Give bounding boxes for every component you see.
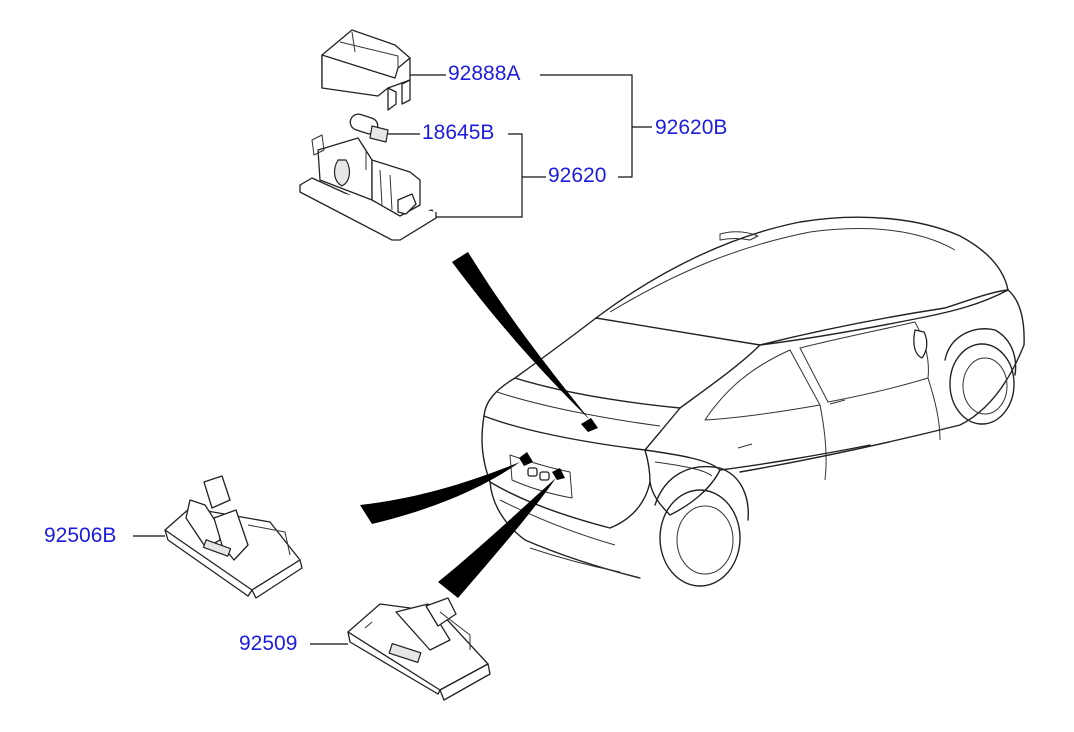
car-illustration: [481, 216, 1025, 587]
bulb-part: [349, 113, 389, 143]
license-lamp-left-part: [164, 475, 303, 599]
callout-92888A[interactable]: 92888A: [447, 62, 522, 86]
lamp-housing-part: [299, 134, 437, 241]
callout-92620[interactable]: 92620: [547, 164, 608, 188]
pointer-wedge-right: [438, 478, 556, 598]
callout-18645B[interactable]: 18645B: [421, 121, 496, 145]
lens-cover-part: [321, 29, 411, 111]
callout-92506B[interactable]: 92506B: [43, 524, 118, 548]
pointer-wedges: [360, 252, 598, 598]
pointer-wedge-top: [452, 252, 590, 420]
license-lamp-right-part: [347, 597, 491, 701]
callout-92509[interactable]: 92509: [238, 632, 299, 656]
leader-lines: [133, 74, 652, 645]
pointer-wedge-left: [360, 462, 520, 524]
callout-92620B[interactable]: 92620B: [654, 116, 729, 140]
